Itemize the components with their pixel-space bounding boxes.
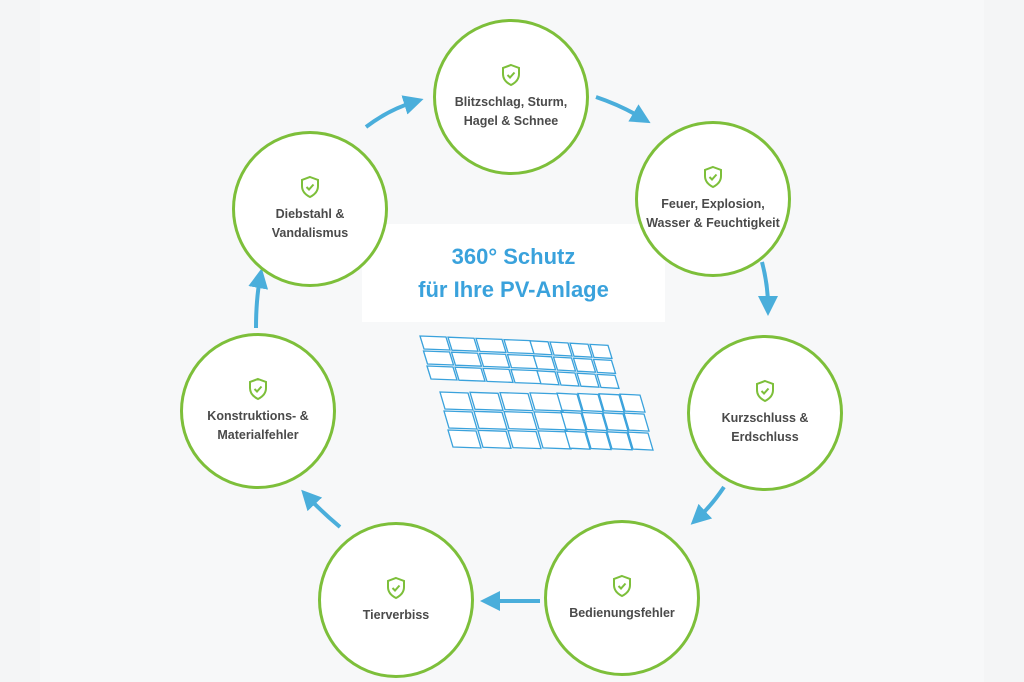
panel-cell: [564, 430, 591, 450]
panel-cell: [529, 340, 553, 356]
risk-label: Diebstahl & Vandalismus: [271, 207, 349, 240]
panel-cell: [426, 365, 458, 381]
risk-circle: Konstruktions- & Materialfehler: [180, 333, 336, 489]
panel-cell: [482, 367, 514, 384]
shield-check-icon: [613, 574, 631, 597]
title-line-2: für Ihre PV-Anlage: [418, 277, 609, 302]
panel-cell: [577, 392, 604, 413]
shield-check-icon: [502, 63, 520, 87]
shield-check-icon: [756, 379, 774, 403]
panel-cell: [419, 335, 451, 351]
panel-cell: [619, 393, 646, 413]
shield-check-icon: [387, 576, 405, 599]
panel-cell: [560, 411, 587, 431]
panel-cell: [556, 392, 583, 412]
panel-cell: [447, 429, 482, 449]
panel-cell: [549, 341, 573, 357]
panel-cell: [598, 393, 625, 413]
panel-cell: [596, 373, 620, 390]
arrow-6: [248, 268, 269, 329]
panel-cell: [447, 336, 479, 352]
panel-cell: [478, 352, 511, 369]
arrow-3: [690, 485, 726, 525]
panel-cell: [473, 410, 508, 430]
arrow-2: [757, 261, 778, 316]
risk-circle: Feuer, Explosion, Wasser & Feuchtigkeit: [635, 121, 791, 277]
title-line-1: 360° Schutz: [451, 244, 576, 269]
panel-cell: [581, 411, 608, 432]
panel-cell: [469, 391, 504, 411]
panel-cell: [477, 429, 512, 449]
risk-circle: Kurzschluss & Erdschluss: [687, 335, 843, 491]
panel-cell: [507, 429, 542, 450]
panel-cell: [589, 343, 613, 360]
panel-cell: [443, 410, 478, 430]
panel-cell: [552, 356, 577, 372]
panel-cell: [506, 353, 539, 370]
panel-cell: [585, 430, 612, 451]
panel-cell: [592, 358, 617, 375]
panel-cell: [536, 370, 560, 386]
panel-cell: [422, 350, 455, 366]
risk-circle: Diebstahl & Vandalismus: [232, 131, 388, 287]
panel-cell: [450, 351, 483, 367]
panel-cell: [503, 338, 535, 355]
panel-cell: [606, 431, 633, 451]
shield-check-icon: [704, 165, 722, 189]
risk-circle: Tierverbiss: [318, 522, 474, 678]
panel-cell: [454, 366, 486, 382]
panel-cell: [532, 355, 557, 371]
risk-circle: Bedienungsfehler: [544, 520, 700, 676]
risk-label: Blitzschlag, Sturm, Hagel & Schnee: [454, 95, 568, 128]
risk-label: Kurzschluss & Erdschluss: [721, 411, 809, 444]
risk-label: Tierverbiss: [362, 607, 430, 622]
arrow-5: [301, 489, 342, 529]
panel-cell: [572, 357, 597, 373]
risk-label: Bedienungsfehler: [569, 605, 675, 620]
shield-check-icon: [249, 377, 267, 401]
panel-cell: [475, 337, 507, 354]
shield-check-icon: [301, 175, 319, 199]
risk-label: Feuer, Explosion, Wasser & Feuchtigkeit: [646, 197, 780, 230]
center-title-box: 360° Schutz für Ihre PV-Anlage: [362, 224, 665, 322]
risk-label: Konstruktions- & Materialfehler: [207, 409, 309, 442]
panel-cell: [569, 342, 593, 358]
risk-circle: Blitzschlag, Sturm, Hagel & Schnee: [433, 19, 589, 175]
panel-cell: [510, 368, 542, 385]
arrow-1: [595, 95, 651, 124]
arrow-7: [364, 95, 424, 129]
panel-cell: [576, 372, 600, 388]
panel-cell: [623, 412, 650, 432]
panel-cell: [627, 431, 654, 451]
panel-cell: [602, 412, 629, 432]
panel-cell: [503, 410, 538, 431]
panel-cell: [556, 371, 580, 387]
panel-cell: [439, 391, 474, 411]
panel-cell: [499, 391, 534, 412]
